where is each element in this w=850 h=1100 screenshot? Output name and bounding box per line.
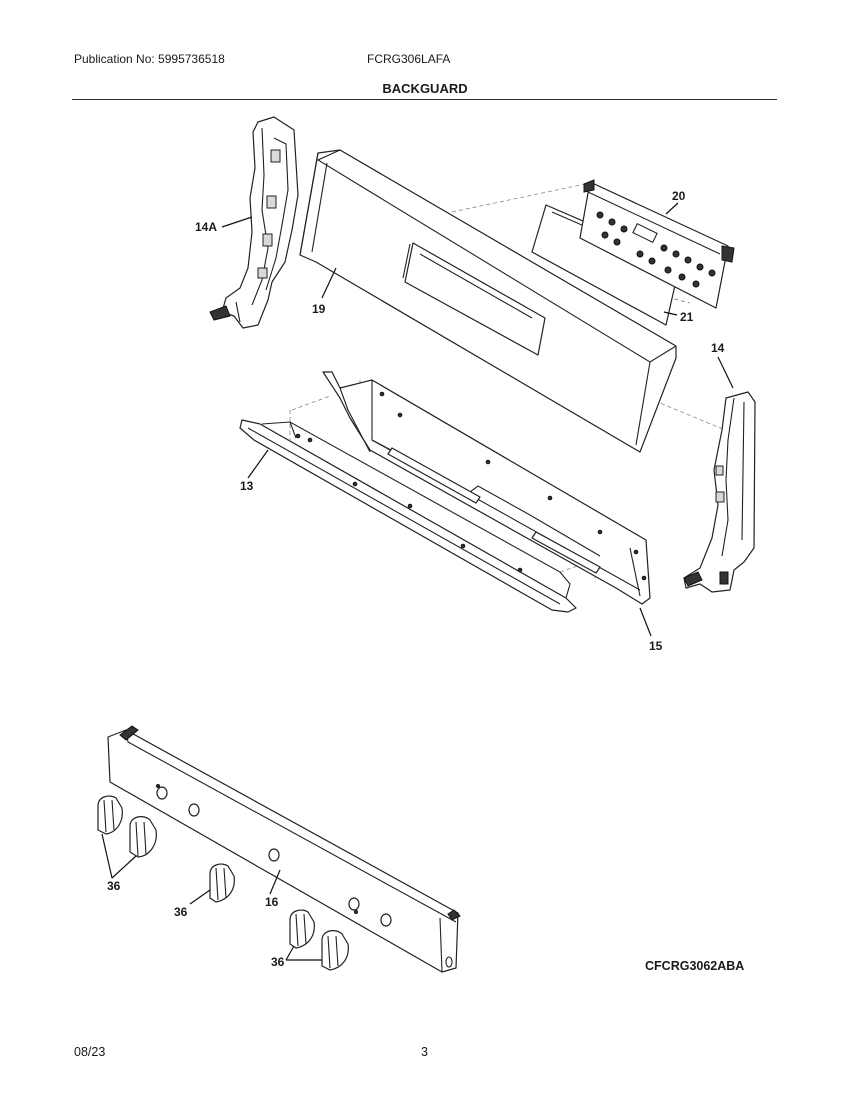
callout-36-right-pair: 36 [271, 955, 285, 969]
callout-20: 20 [672, 189, 686, 203]
callout-36-center: 36 [174, 905, 188, 919]
section-title: BACKGUARD [382, 81, 468, 96]
control-board-20 [579, 179, 735, 309]
control-board-buttons [596, 211, 716, 288]
model-number: FCRG306LAFA [367, 52, 451, 66]
support-bracket-15 [322, 371, 651, 605]
callout-16: 16 [265, 895, 279, 909]
callout-19: 19 [312, 302, 326, 316]
drawing-code: CFCRG3062ABA [645, 959, 745, 973]
control-panel-16 [107, 725, 461, 973]
leader-lines [101, 202, 734, 961]
right-side-bracket-14 [683, 391, 756, 593]
callout-21: 21 [680, 310, 694, 324]
callout-13: 13 [240, 479, 254, 493]
header-divider [72, 99, 777, 100]
backguard-panel-19 [299, 149, 677, 453]
publication-number: Publication No: 5995736518 [74, 52, 225, 66]
callout-15: 15 [649, 639, 663, 653]
front-trim-13 [239, 419, 577, 613]
left-side-bracket-14A [209, 116, 299, 329]
callout-36-left-pair: 36 [107, 879, 121, 893]
footer-date: 08/23 [74, 1045, 106, 1059]
knob [129, 816, 157, 858]
knob [209, 863, 235, 903]
knob [289, 909, 315, 949]
knob [97, 795, 123, 835]
callout-14: 14 [711, 341, 725, 355]
knobs-36 [97, 795, 349, 971]
knob [321, 930, 349, 971]
callout-14A: 14A [195, 220, 218, 234]
page-number: 3 [421, 1045, 428, 1059]
